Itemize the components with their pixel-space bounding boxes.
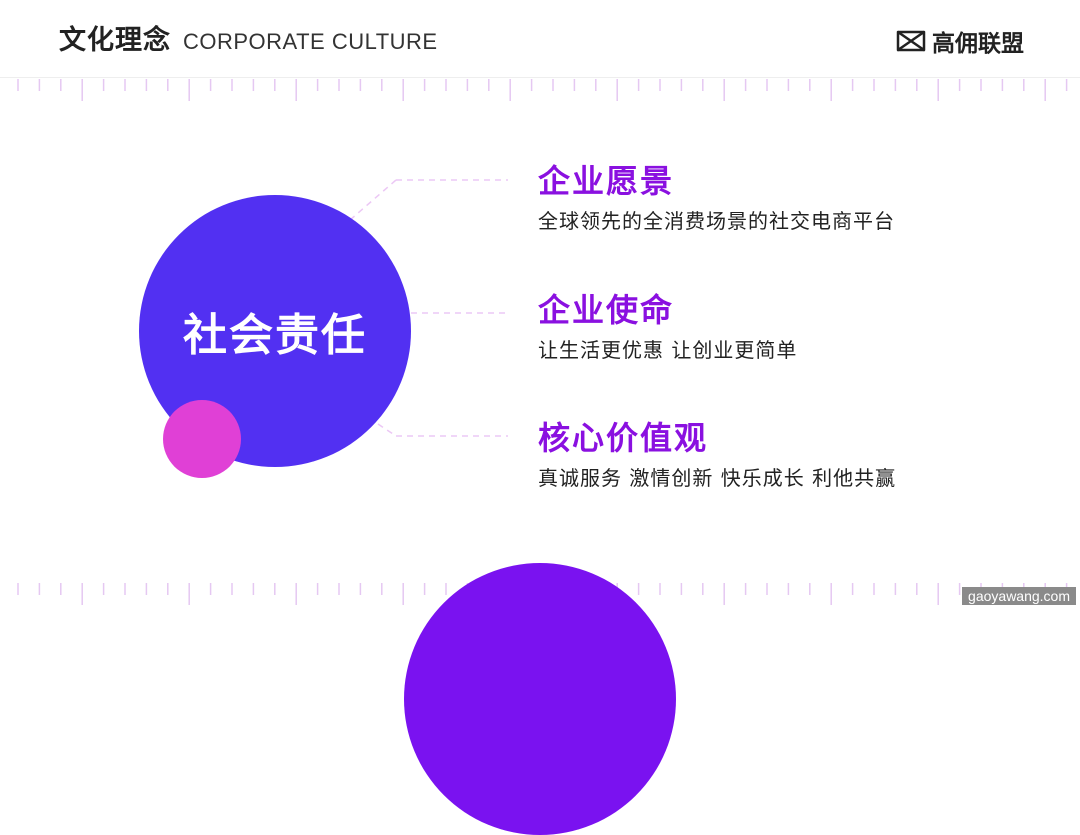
values-text: 真诚服务 激情创新 快乐成长 利他共赢 [538,466,897,490]
connector-vision-diagonal [349,179,397,221]
brand-name: 高佣联盟 [932,31,1024,57]
values-item: 核心价值观 真诚服务 激情创新 快乐成长 利他共赢 [538,418,896,492]
page-title-chinese: 文化理念 [59,25,171,56]
bottom-decorative-circle [404,563,676,835]
header-divider [0,77,1080,78]
mission-heading: 企业使命 [538,291,675,329]
values-heading: 核心价值观 [538,419,709,457]
connector-values-diagonal [377,423,397,437]
top-ruler-decoration [17,79,1068,101]
vision-item: 企业愿景 全球领先的全消费场景的社交电商平台 [538,161,895,235]
circle-label: 社会责任 [183,310,367,361]
bowtie-logo-icon [896,30,926,52]
accent-circle [163,400,241,478]
page-title-english: CORPORATE CULTURE [183,29,438,54]
watermark: gaoyawang.com [962,587,1076,605]
connector-lines [349,179,508,437]
mission-text: 让生活更优惠 让创业更简单 [538,338,798,362]
vision-text: 全球领先的全消费场景的社交电商平台 [538,209,895,233]
brand-logo: 高佣联盟 [896,24,1024,58]
vision-heading: 企业愿景 [538,162,675,200]
page-title: 文化理念 CORPORATE CULTURE [59,18,438,62]
mission-item: 企业使命 让生活更优惠 让创业更简单 [538,290,797,364]
